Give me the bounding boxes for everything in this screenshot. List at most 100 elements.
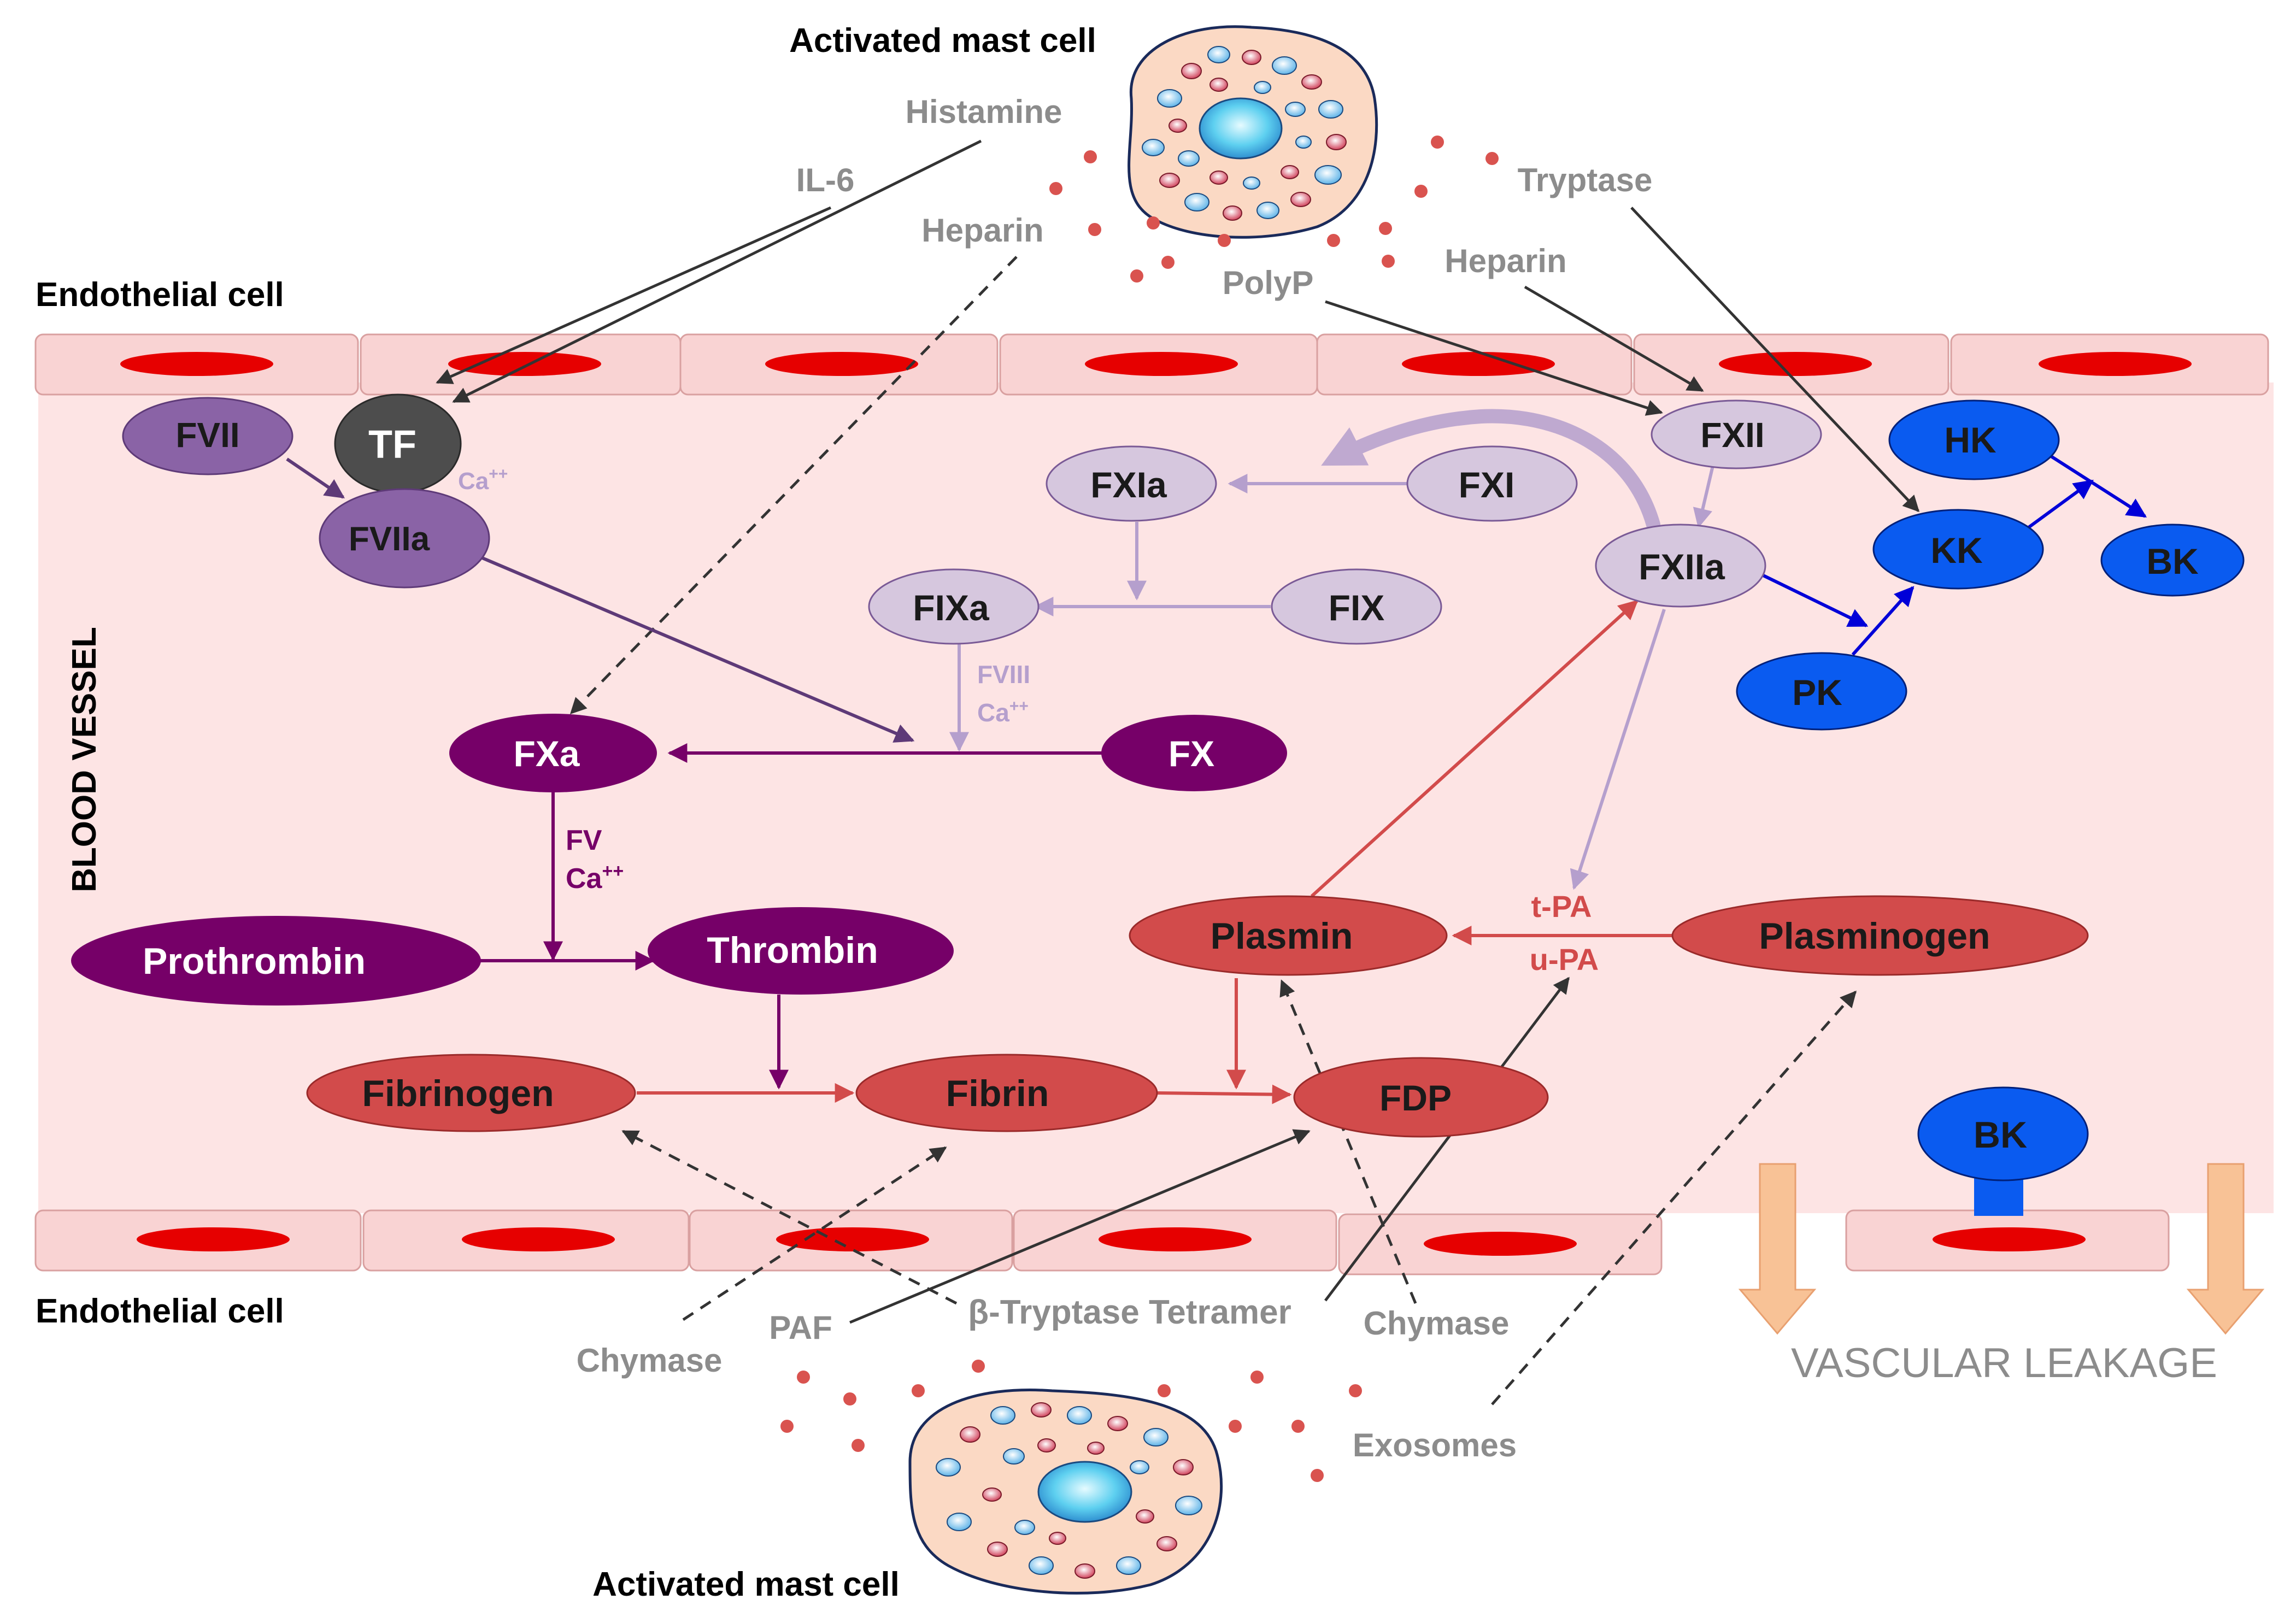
arrow-heparin-fxii	[1524, 285, 1704, 392]
label-histamine: Histamine	[906, 93, 1062, 130]
arrow-fxiia-pk	[1759, 572, 1869, 627]
label-heparin-right: Heparin	[1444, 243, 1566, 279]
mast-cell-nucleus	[1199, 97, 1283, 160]
label-beta-tryptase: β-Tryptase Tetramer	[968, 1293, 1291, 1331]
endothelium-top	[34, 333, 2269, 396]
node-fviia[interactable]: FVIIa	[319, 488, 490, 589]
label-fx: FX	[1168, 733, 1214, 774]
arrow-chymase-fibrin	[682, 1146, 947, 1321]
mast-cell-nucleus	[1037, 1461, 1132, 1523]
endothelial-nucleus	[2039, 352, 2192, 376]
node-fxa[interactable]: FXa	[449, 714, 657, 792]
endothelial-nucleus	[1085, 352, 1238, 376]
label-fdp: FDP	[1379, 1078, 1452, 1118]
node-fxia[interactable]: FXIa	[1046, 445, 1217, 522]
endothelial-nucleus	[462, 1227, 615, 1251]
node-pk[interactable]: PK	[1736, 652, 1907, 731]
mast-cell-granules	[936, 1402, 1202, 1579]
arrow-histamine-tf	[452, 139, 982, 403]
node-fx[interactable]: FX	[1101, 715, 1287, 791]
arrow-exosomes-plasminogen	[1491, 990, 1857, 1406]
label-exosomes: Exosomes	[1353, 1427, 1517, 1463]
label-fibrinogen: Fibrinogen	[362, 1073, 554, 1114]
node-fxii[interactable]: FXII	[1651, 399, 1822, 469]
node-prothrombin[interactable]: Prothrombin	[71, 916, 481, 1005]
label-fixa: FIXa	[913, 587, 990, 628]
arrow-chymase-plasmin	[1279, 979, 1417, 1304]
node-bk[interactable]: BK	[2100, 524, 2245, 597]
node-plasmin[interactable]: Plasmin	[1129, 895, 1448, 976]
node-fvii[interactable]: FVII	[122, 397, 293, 475]
label-tf: TF	[368, 423, 416, 467]
node-fibrinogen[interactable]: Fibrinogen	[306, 1054, 636, 1132]
label-pk: PK	[1792, 672, 1842, 713]
label-fxa: FXa	[513, 733, 580, 774]
mast-cell-bottom	[908, 1389, 1223, 1595]
label-fxii: FXII	[1700, 415, 1764, 455]
label-il6: IL-6	[796, 162, 855, 198]
label-fvii: FVII	[175, 415, 239, 455]
arrow-heparin-fxa	[569, 256, 1018, 715]
label-hk: HK	[1944, 420, 1996, 460]
arrow-fxiia-tpa	[1570, 609, 1666, 890]
endothelial-nucleus	[1719, 352, 1872, 376]
arrow-fibrin-fdp	[1155, 1084, 1292, 1104]
arrow-fviia-fx	[480, 556, 915, 743]
endothelial-nucleus	[1099, 1227, 1252, 1251]
node-fixa[interactable]: FIXa	[868, 568, 1040, 645]
arrow-tryptase-upa	[1324, 977, 1570, 1302]
arrows	[286, 139, 2147, 1406]
mast-cell-top	[1128, 25, 1378, 239]
node-kk[interactable]: KK	[1872, 509, 2044, 590]
arrow-paf-fdp	[849, 1129, 1311, 1324]
endothelial-nucleus	[120, 352, 273, 376]
node-fxiia[interactable]: FXIIa	[1595, 524, 1766, 608]
node-fix[interactable]: FIX	[1271, 568, 1442, 645]
label-tryptase: Tryptase	[1518, 162, 1653, 198]
label-fxiia: FXIIa	[1639, 546, 1725, 587]
node-tf[interactable]: TF	[334, 393, 462, 494]
leakage-arrow-right	[2186, 1163, 2265, 1335]
label-ca-tf: Ca++	[458, 465, 508, 495]
label-fviii: FVIII	[977, 660, 1030, 689]
node-bk-receptor[interactable]: BK	[1917, 1086, 2089, 1216]
label-upa: u-PA	[1530, 942, 1599, 977]
label-plasmin: Plasmin	[1211, 915, 1353, 957]
mast-cell-granules	[1142, 46, 1347, 221]
arrow-polyp-fxii	[1325, 300, 1663, 416]
node-fibrin[interactable]: Fibrin	[855, 1054, 1158, 1132]
vascular-leakage-arrows	[1738, 1163, 2265, 1335]
label-mast-cell-top: Activated mast cell	[789, 22, 1096, 60]
label-fxi: FXI	[1459, 464, 1515, 505]
label-kk: KK	[1930, 530, 1983, 571]
endothelial-nucleus	[448, 352, 601, 376]
mediator-labels: Histamine IL-6 Heparin Tryptase Heparin …	[577, 93, 1653, 1463]
node-hk[interactable]: HK	[1888, 399, 2060, 480]
label-chymase-right: Chymase	[1364, 1305, 1510, 1342]
released-granules	[780, 136, 1499, 1482]
node-fxi[interactable]: FXI	[1406, 445, 1578, 522]
label-fv: FV	[566, 825, 602, 856]
label-ca-fv: Ca++	[566, 861, 624, 895]
label-chymase-left: Chymase	[577, 1342, 723, 1379]
node-thrombin[interactable]: Thrombin	[648, 907, 954, 995]
label-paf: PAF	[769, 1309, 832, 1346]
label-mast-cell-bottom: Activated mast cell	[592, 1566, 900, 1603]
label-tpa: t-PA	[1531, 889, 1592, 924]
arrow-tryptase-kk	[1630, 207, 1920, 513]
endothelial-nucleus	[137, 1227, 290, 1251]
endothelium-bottom	[34, 1209, 2170, 1275]
factor-nodes: FVII TF FVIIa FXIa FXI FXII FXIIa	[71, 393, 2245, 1216]
node-fdp[interactable]: FDP	[1293, 1057, 1549, 1138]
arrow-pk-kk	[1851, 586, 1915, 656]
leakage-arrow-left	[1738, 1163, 1817, 1335]
endothelial-nucleus	[1402, 352, 1555, 376]
label-heparin-left: Heparin	[921, 212, 1043, 249]
label-vascular-leakage: VASCULAR LEAKAGE	[1791, 1340, 2217, 1386]
node-plasminogen[interactable]: Plasminogen	[1671, 895, 2089, 976]
label-fix: FIX	[1329, 587, 1385, 628]
arrow-kk-hk-junction	[2024, 479, 2094, 532]
arrow-plasmin-fxiia	[1310, 599, 1639, 898]
endothelial-nucleus	[765, 352, 918, 376]
